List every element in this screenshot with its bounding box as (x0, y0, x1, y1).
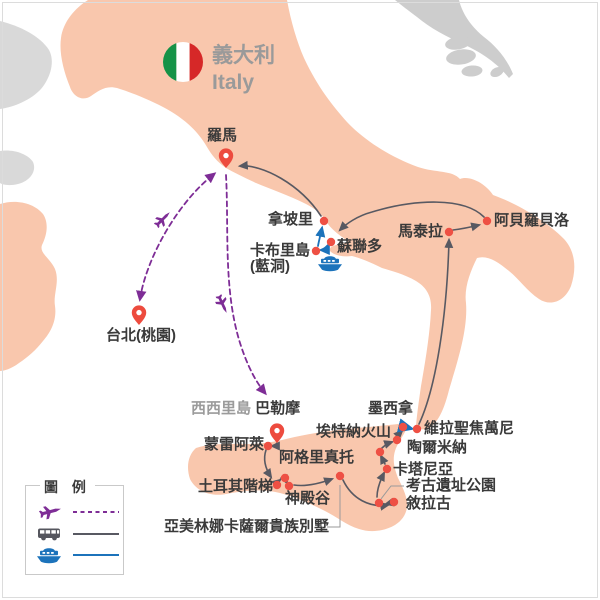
route-archaeological-park-catania (376, 470, 386, 498)
label-connectors (327, 485, 404, 528)
legend-title: 圖 例 (40, 477, 95, 497)
marker-dot-alberobello (482, 216, 492, 226)
plane-icon (151, 208, 174, 231)
landmass-island-3 (461, 65, 483, 77)
route-etna-taormina (381, 440, 395, 449)
ferry-icon (318, 256, 342, 272)
landmass-italy-mainland (60, 0, 575, 430)
legend-bus-line (73, 533, 119, 535)
route-naples-rome (237, 160, 322, 217)
marker-dot-matera (444, 227, 454, 237)
route-capri-naples (315, 225, 326, 247)
route-valley-of-temples-villa-casale (293, 477, 335, 487)
route-sorrento-capri (318, 244, 330, 256)
route-taipei-rome (136, 172, 217, 302)
bus-routes (237, 160, 485, 511)
landmass-island-4 (490, 66, 504, 78)
marker-dot-capri (311, 246, 321, 256)
marker-pin-taipei (131, 305, 147, 325)
flight-routes (136, 172, 267, 396)
marker-dot-sorrento (326, 237, 336, 247)
legend-ferry-line (73, 554, 119, 556)
landmass-sicily (188, 423, 408, 532)
marker-dot-valley-of-temples (284, 481, 294, 491)
marker-dot-monreale (263, 441, 273, 451)
plane-icon (213, 292, 232, 316)
marker-dot-turkish-steps (272, 480, 282, 490)
marker-dot-archaeological-park (374, 498, 384, 508)
route-villa-san-giovanni-matera (418, 237, 454, 425)
legend-bus-row (34, 525, 119, 543)
marker-dot-villa-san-giovanni (412, 424, 422, 434)
marker-dot-agrigento (280, 473, 290, 483)
legend-flight-line (73, 511, 119, 513)
landmass-west-coast (0, 21, 52, 109)
route-monreale-turkish-steps (262, 449, 273, 479)
plane-icon (38, 503, 63, 521)
landmass-island-1 (445, 36, 471, 50)
ferry-routes (315, 225, 415, 433)
route-alberobello-sorrento (338, 201, 485, 232)
route-syracuse-archaeological-park (383, 497, 395, 507)
connector-archaeological-park (380, 485, 404, 500)
connector-villa-casale (327, 485, 341, 528)
country-name-zh: 義大利 (212, 44, 275, 67)
legend: 圖 例 (25, 477, 124, 575)
route-messina-villa-san-giovanni (396, 418, 415, 433)
marker-dot-taormina (392, 435, 402, 445)
marker-dot-etna (375, 447, 385, 457)
legend-ferry-row (34, 546, 119, 564)
bus-icon (38, 528, 60, 541)
ferry-icon (37, 548, 61, 564)
route-matera-alberobello (452, 222, 482, 232)
location-markers (131, 148, 492, 508)
marker-dot-naples (319, 216, 329, 226)
foreign-landmasses (0, 0, 513, 186)
country-title: 義大利 Italy (212, 42, 275, 96)
landmass-sardinia (0, 201, 57, 371)
italy-landmasses (0, 0, 575, 532)
route-villa-casale-syracuse (342, 479, 391, 511)
country-name-en: Italy (212, 71, 255, 94)
landmass-island-2 (446, 49, 476, 65)
landmass-corsica (0, 150, 35, 186)
route-palermo-monreale (269, 441, 280, 451)
route-rome-palermo (225, 174, 267, 396)
route-catania-etna (379, 453, 389, 466)
italy-flag-icon (163, 42, 203, 82)
marker-dot-villa-casale (335, 471, 345, 481)
legend-flight-row (34, 503, 119, 521)
marker-dot-syracuse (389, 497, 399, 507)
marker-dot-messina (398, 422, 408, 432)
marker-dot-catania (382, 464, 392, 474)
